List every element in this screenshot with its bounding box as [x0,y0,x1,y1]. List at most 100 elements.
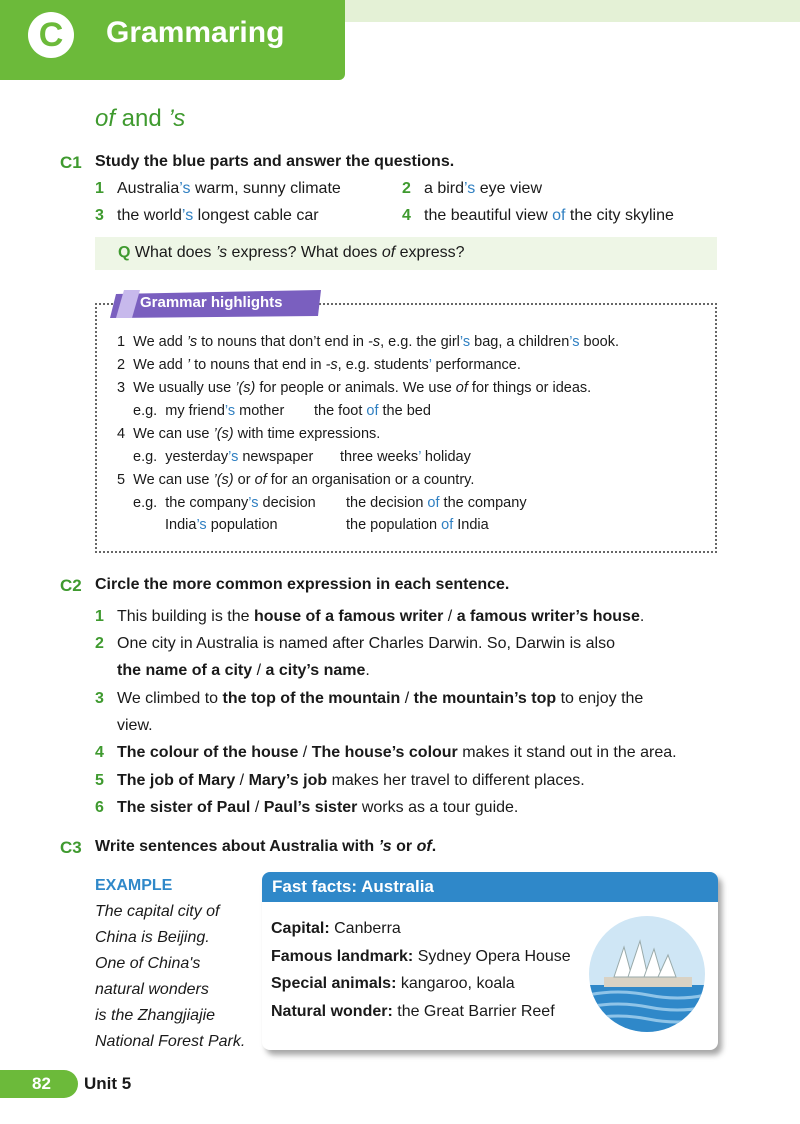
rule-text: bag, a children [470,334,570,350]
sentence-text: . [365,662,370,679]
instruction-part: ’s [378,838,392,855]
item-text: longest cable car [193,207,319,224]
c2-sentence-3-cont: view. [117,717,153,734]
grammar-rule-5: 5 We can use ’(s) or of for an organisat… [117,472,474,488]
example-text: India [165,517,197,533]
rule-number: 2 [117,357,126,373]
question-text: Q What does ’s express? What does of exp… [118,244,465,262]
instruction-part: . [431,838,437,855]
item-text: eye view [475,180,542,197]
option-a[interactable]: The job of Mary [117,772,236,789]
fact-value: kangaroo, koala [396,975,515,992]
option-b[interactable]: a famous writer’s house [456,608,640,625]
item-text: warm, sunny climate [190,180,341,197]
item-text: the world [117,207,182,224]
item-highlight: ’s [464,180,476,197]
option-b[interactable]: a city’s name [265,662,366,679]
example-highlight: ’s [196,517,207,533]
example-line: is the Zhangjiajie [95,1007,216,1024]
instruction-part: Write sentences about Australia with [95,838,379,855]
example-text: the company [439,495,527,511]
fact-key: Special animals: [271,975,397,992]
example-text: population [206,517,278,533]
grammar-rule-1: 1 We add ’s to nouns that don’t end in -… [117,334,619,350]
rule-number: 5 [117,472,126,488]
example-text: yesterday [165,449,229,465]
fast-facts-title: Fast facts: Australia [272,877,434,896]
grammar-highlights-title: Grammar highlights [140,294,283,311]
fact-key: Natural wonder: [271,1003,393,1020]
rule-text: to nouns that end in [190,357,326,373]
option-a[interactable]: The sister of Paul [117,799,251,816]
option-a[interactable]: The colour of the house [117,744,299,761]
item-number: 3 [95,207,104,224]
option-a[interactable]: the top of the mountain [222,690,401,707]
grammar-highlights-box [95,303,717,553]
sentence-text: to enjoy the [556,690,644,707]
eg-label: e.g. [133,449,158,465]
grammar-rule-4: 4 We can use ’(s) with time expressions. [117,426,380,442]
separator: / [400,690,414,707]
rule-text: for an organisation or a country. [266,472,475,488]
example-line: natural wonders [95,981,209,998]
header-strip [345,0,800,22]
page-title: Grammaring [106,16,285,49]
question-part: ’s [215,244,228,261]
page-number: 82 [32,1074,51,1093]
example-highlight: of [441,517,454,533]
rule-number: 4 [117,426,126,442]
example-text: the company [165,495,249,511]
item-highlight: of [552,207,566,224]
fact-value: the Great Barrier Reef [392,1003,555,1020]
item-number: 4 [402,207,411,224]
grammar-rule-5-example-b: the decision of the company [346,495,527,511]
rule-number: 3 [117,380,126,396]
fact-row-capital: Capital: Canberra [271,920,401,938]
rule-text: of [455,380,468,396]
rule-text: or [233,472,255,488]
rule-text: -s [325,357,338,373]
example-text: the decision [346,495,428,511]
example-line: National Forest Park. [95,1033,246,1050]
c1-label: C1 [60,153,82,172]
fact-row-wonder: Natural wonder: the Great Barrier Reef [271,1003,555,1021]
example-highlight: ’s [228,449,239,465]
example-text: my friend [165,403,225,419]
c2-label: C2 [60,576,82,595]
example-highlight: ’ [418,449,421,465]
sentence-text: This building is the [117,608,254,625]
item-highlight: ’s [179,180,191,197]
example-text: holiday [420,449,471,465]
subtitle-of: of [95,105,116,132]
option-a[interactable]: house of a famous writer [253,608,444,625]
option-a[interactable]: the name of a city [117,662,253,679]
separator: / [235,772,249,789]
rule-text: We add [133,357,187,373]
option-b[interactable]: the mountain’s top [413,690,557,707]
fact-value: Sydney Opera House [413,948,571,965]
item-text: the beautiful view [424,207,553,224]
option-b[interactable]: The house’s colour [311,744,458,761]
eg-label: e.g. [133,495,158,511]
grammar-rule-5-example-c: India’s population [165,517,278,533]
c3-instruction: Write sentences about Australia with ’s … [95,838,436,856]
rule-text: We can use [133,472,214,488]
rule-text: We can use [133,426,214,442]
grammar-rule-3: 3 We usually use ’(s) for people or anim… [117,380,591,396]
section-letter: C [38,15,64,54]
option-b[interactable]: Paul’s sister [263,799,358,816]
option-b[interactable]: Mary’s job [248,772,328,789]
grammar-highlights-tag [110,290,321,318]
example-text: decision [258,495,316,511]
item-number: 1 [95,180,104,197]
rule-text: for people or animals. We use [255,380,456,396]
rule-text: , e.g. students [337,357,429,373]
separator: / [252,662,266,679]
sentence-text: makes her travel to different places. [327,772,585,789]
